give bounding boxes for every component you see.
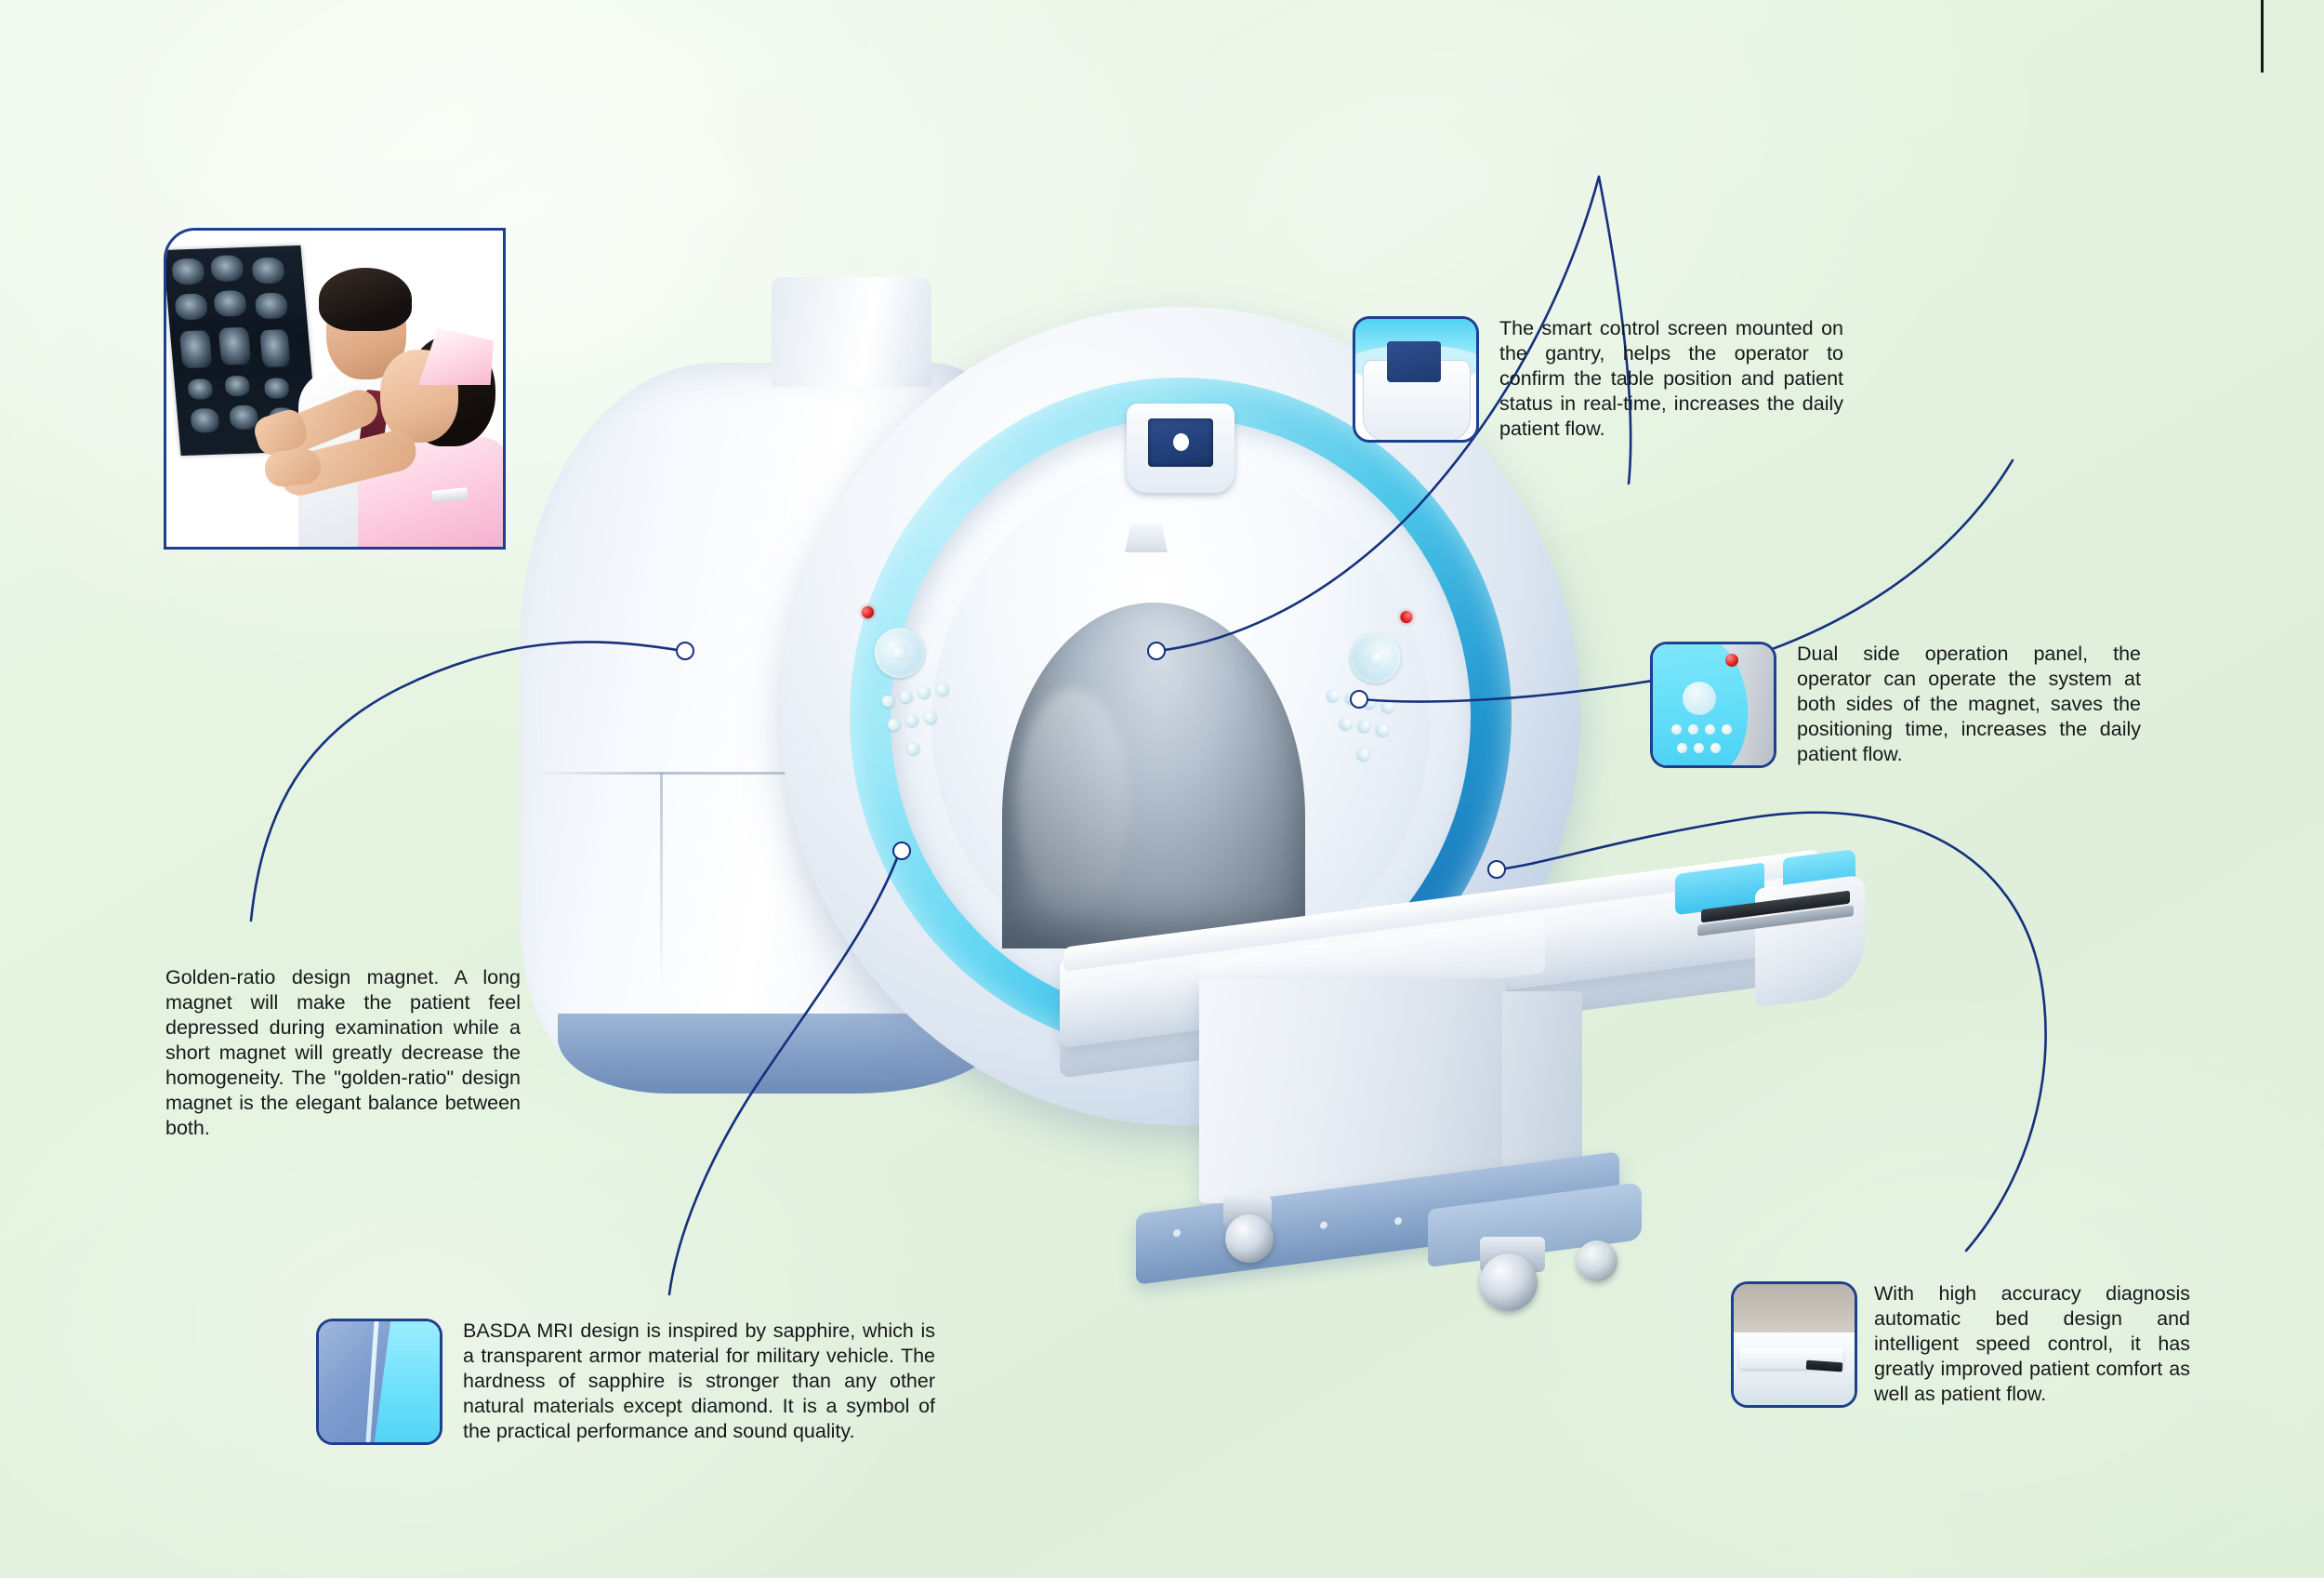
callout-golden-ratio-magnet: Golden-ratio design magnet. A long magne… <box>165 965 528 1141</box>
callout-text-smart-control-screen: The smart control screen mounted on the … <box>1499 317 1843 440</box>
callout-dual-side-operation-panel: Dual side operation panel, the operator … <box>1650 642 2143 768</box>
crop-mark <box>2261 0 2264 73</box>
emergency-stop-led-icon <box>860 604 876 620</box>
caster-wheel-front <box>1480 1253 1538 1311</box>
photo-background <box>166 231 503 547</box>
callout-smart-control-screen: The smart control screen mounted on the … <box>1353 316 1845 443</box>
callout-automatic-bed: With high accuracy diagnosis automatic b… <box>1731 1281 2214 1408</box>
dpad-control-icon[interactable] <box>868 622 931 683</box>
callout-text-automatic-bed: With high accuracy diagnosis automatic b… <box>1874 1282 2190 1405</box>
automatic-bed-thumbnail[interactable] <box>1731 1281 1857 1408</box>
magnet-top-vent <box>772 277 931 387</box>
doctor-nurse-photo-inset <box>164 228 506 550</box>
anchor-dot-golden-ratio <box>676 642 694 660</box>
anchor-dot-sapphire <box>892 842 911 860</box>
callout-text-golden-ratio-magnet: Golden-ratio design magnet. A long magne… <box>165 966 521 1139</box>
anchor-dot-dual-panel <box>1350 690 1368 709</box>
callout-text-dual-side-operation-panel: Dual side operation panel, the operator … <box>1797 643 2141 765</box>
doctor-hair <box>319 268 412 331</box>
dual-side-operation-panel-thumbnail[interactable] <box>1650 642 1776 768</box>
dpad-control-icon[interactable] <box>1345 628 1406 689</box>
smart-control-screen-thumbnail[interactable] <box>1353 316 1479 443</box>
magnet-seam-horizontal <box>532 772 969 775</box>
anchor-dot-automatic-bed <box>1487 860 1506 879</box>
emergency-stop-led-icon <box>1725 654 1738 667</box>
caster-wheel-front-outer <box>1577 1240 1618 1281</box>
smart-control-screen-indicator-icon <box>1173 433 1189 451</box>
bore-lamp-icon <box>1125 524 1168 552</box>
table-support-column <box>1199 978 1506 1203</box>
emergency-stop-led-icon <box>1399 609 1414 625</box>
smart-control-screen[interactable] <box>1127 404 1235 493</box>
bore-opening <box>1002 603 1305 948</box>
patient-table <box>1060 828 1896 1311</box>
sapphire-design-thumbnail[interactable] <box>316 1319 442 1445</box>
anchor-dot-smart-screen <box>1147 642 1166 660</box>
callout-sapphire-design: BASDA MRI design is inspired by sapphire… <box>316 1319 939 1445</box>
mri-scanner <box>521 277 1896 1320</box>
magnet-seam-vertical <box>660 772 663 986</box>
caster-wheel-rear <box>1225 1214 1274 1263</box>
callout-text-sapphire-design: BASDA MRI design is inspired by sapphire… <box>463 1319 935 1442</box>
dpad-control-icon <box>1683 682 1716 715</box>
